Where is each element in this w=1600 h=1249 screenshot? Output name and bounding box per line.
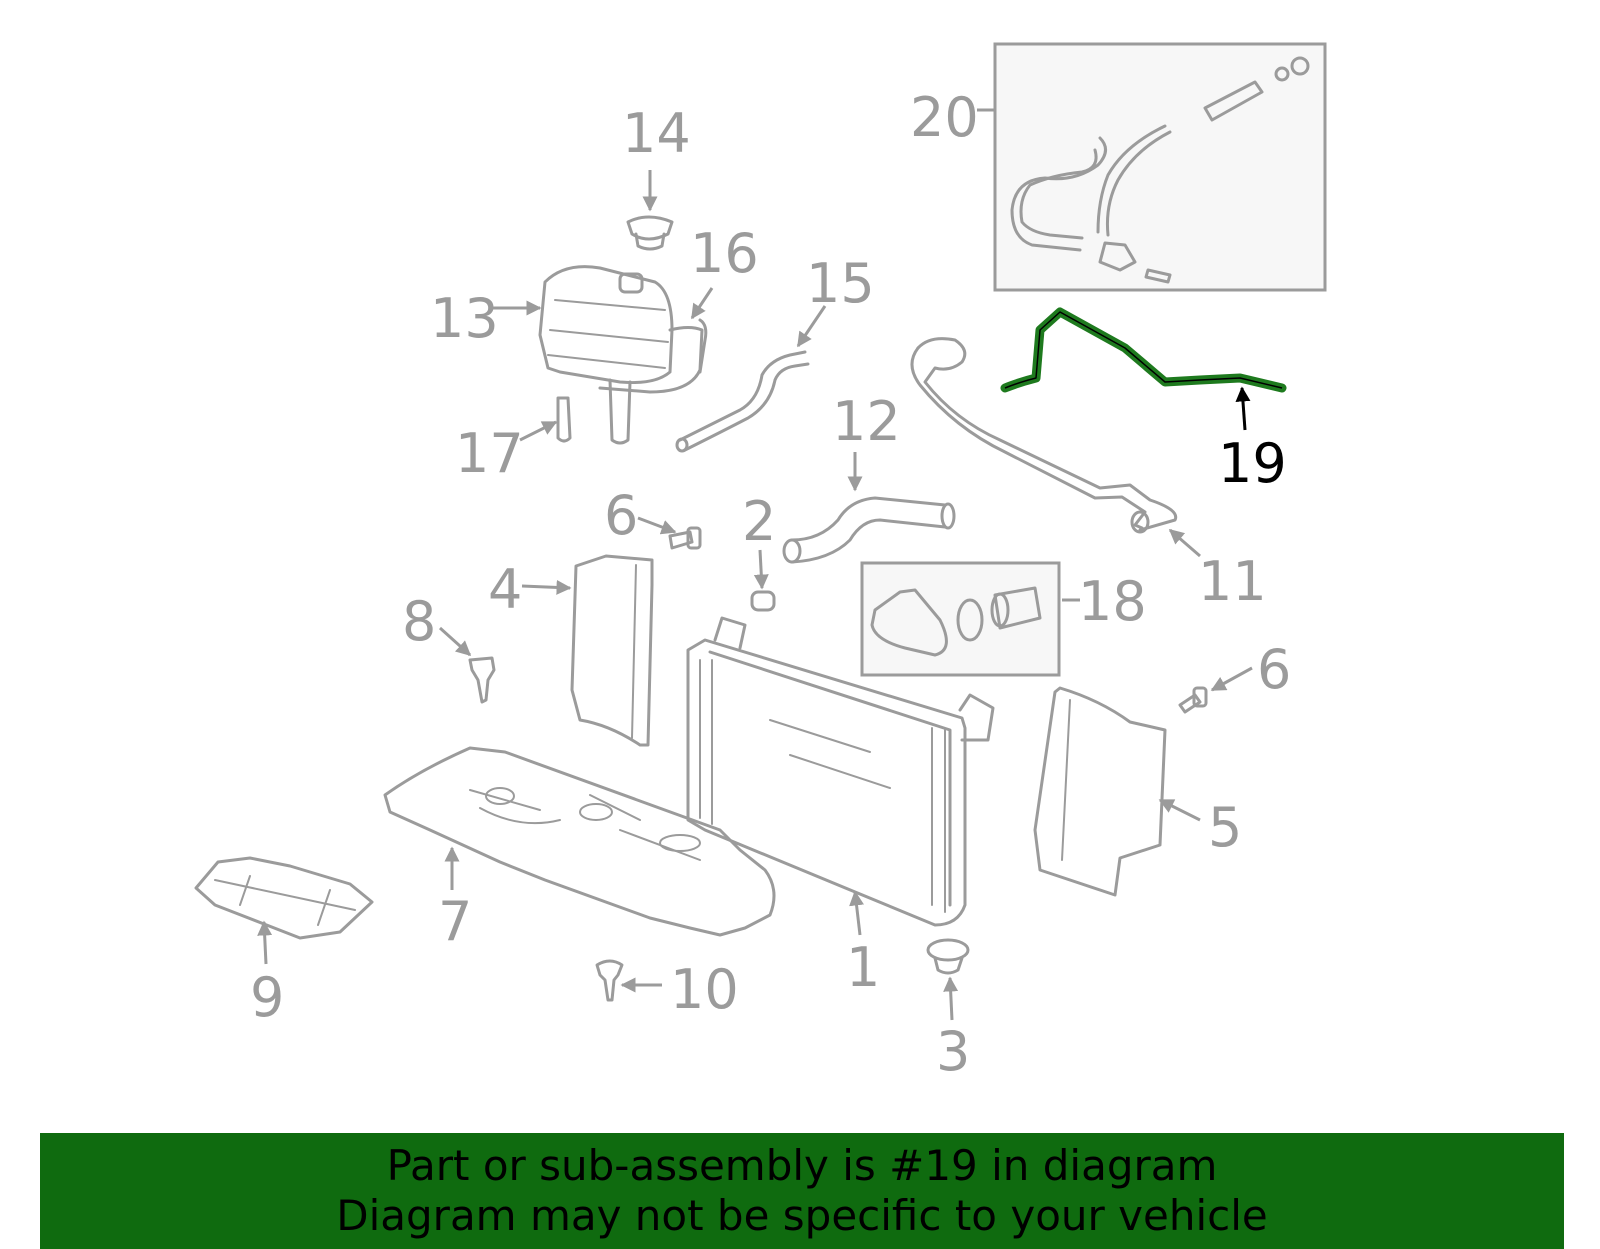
part-10-pin: 10	[595, 958, 739, 1021]
part-18-inset: 18	[860, 561, 1147, 677]
info-banner: Part or sub-assembly is #19 in diagram D…	[40, 1133, 1564, 1249]
part-13-reservoir: 13	[430, 265, 704, 445]
part-14-cap: 14	[622, 102, 691, 251]
banner-line-2: Diagram may not be specific to your vehi…	[336, 1191, 1268, 1240]
part-7-shield: 7	[383, 746, 776, 953]
callout-15: 15	[806, 252, 875, 315]
callout-20: 20	[910, 86, 979, 149]
part-6-bolt-right: 6	[1178, 638, 1291, 714]
callout-12: 12	[832, 390, 901, 453]
callout-11: 11	[1198, 550, 1267, 613]
part-16-hose: 16	[690, 222, 759, 374]
callout-2: 2	[742, 490, 776, 553]
callout-3: 3	[936, 1020, 970, 1083]
callout-10: 10	[670, 958, 739, 1021]
part-4-baffle: 4	[488, 554, 654, 747]
part-1-radiator: 1	[686, 616, 995, 999]
callout-7: 7	[438, 890, 472, 953]
part-8-clip: 8	[402, 590, 496, 704]
callout-18: 18	[1078, 570, 1147, 633]
part-2-bushing: 2	[742, 490, 776, 612]
part-20-inset: 20	[910, 42, 1327, 292]
part-5-baffle: 5	[1033, 686, 1242, 897]
callout-19: 19	[1218, 432, 1287, 495]
callout-4: 4	[488, 558, 522, 621]
callout-1: 1	[846, 936, 880, 999]
callout-8: 8	[402, 590, 436, 653]
part-17-sensor: 17	[455, 396, 572, 485]
callout-6a: 6	[604, 484, 638, 547]
callout-9: 9	[250, 966, 284, 1029]
part-12-hose: 12	[782, 390, 956, 564]
callout-14: 14	[622, 102, 691, 165]
part-15-hose: 15	[675, 252, 875, 453]
banner-line-1: Part or sub-assembly is #19 in diagram	[386, 1141, 1218, 1190]
part-6-bolt-upper: 6	[604, 484, 702, 550]
callout-13: 13	[430, 287, 499, 350]
part-11-hose: 11	[910, 337, 1267, 613]
part-9-deflector: 9	[194, 856, 374, 1029]
part-19-heater-hose: 19	[1000, 307, 1287, 495]
callout-6b: 6	[1257, 638, 1291, 701]
part-3-insulator: 3	[926, 938, 970, 1083]
callout-17: 17	[455, 422, 524, 485]
callout-5: 5	[1208, 796, 1242, 859]
callout-16: 16	[690, 222, 759, 285]
